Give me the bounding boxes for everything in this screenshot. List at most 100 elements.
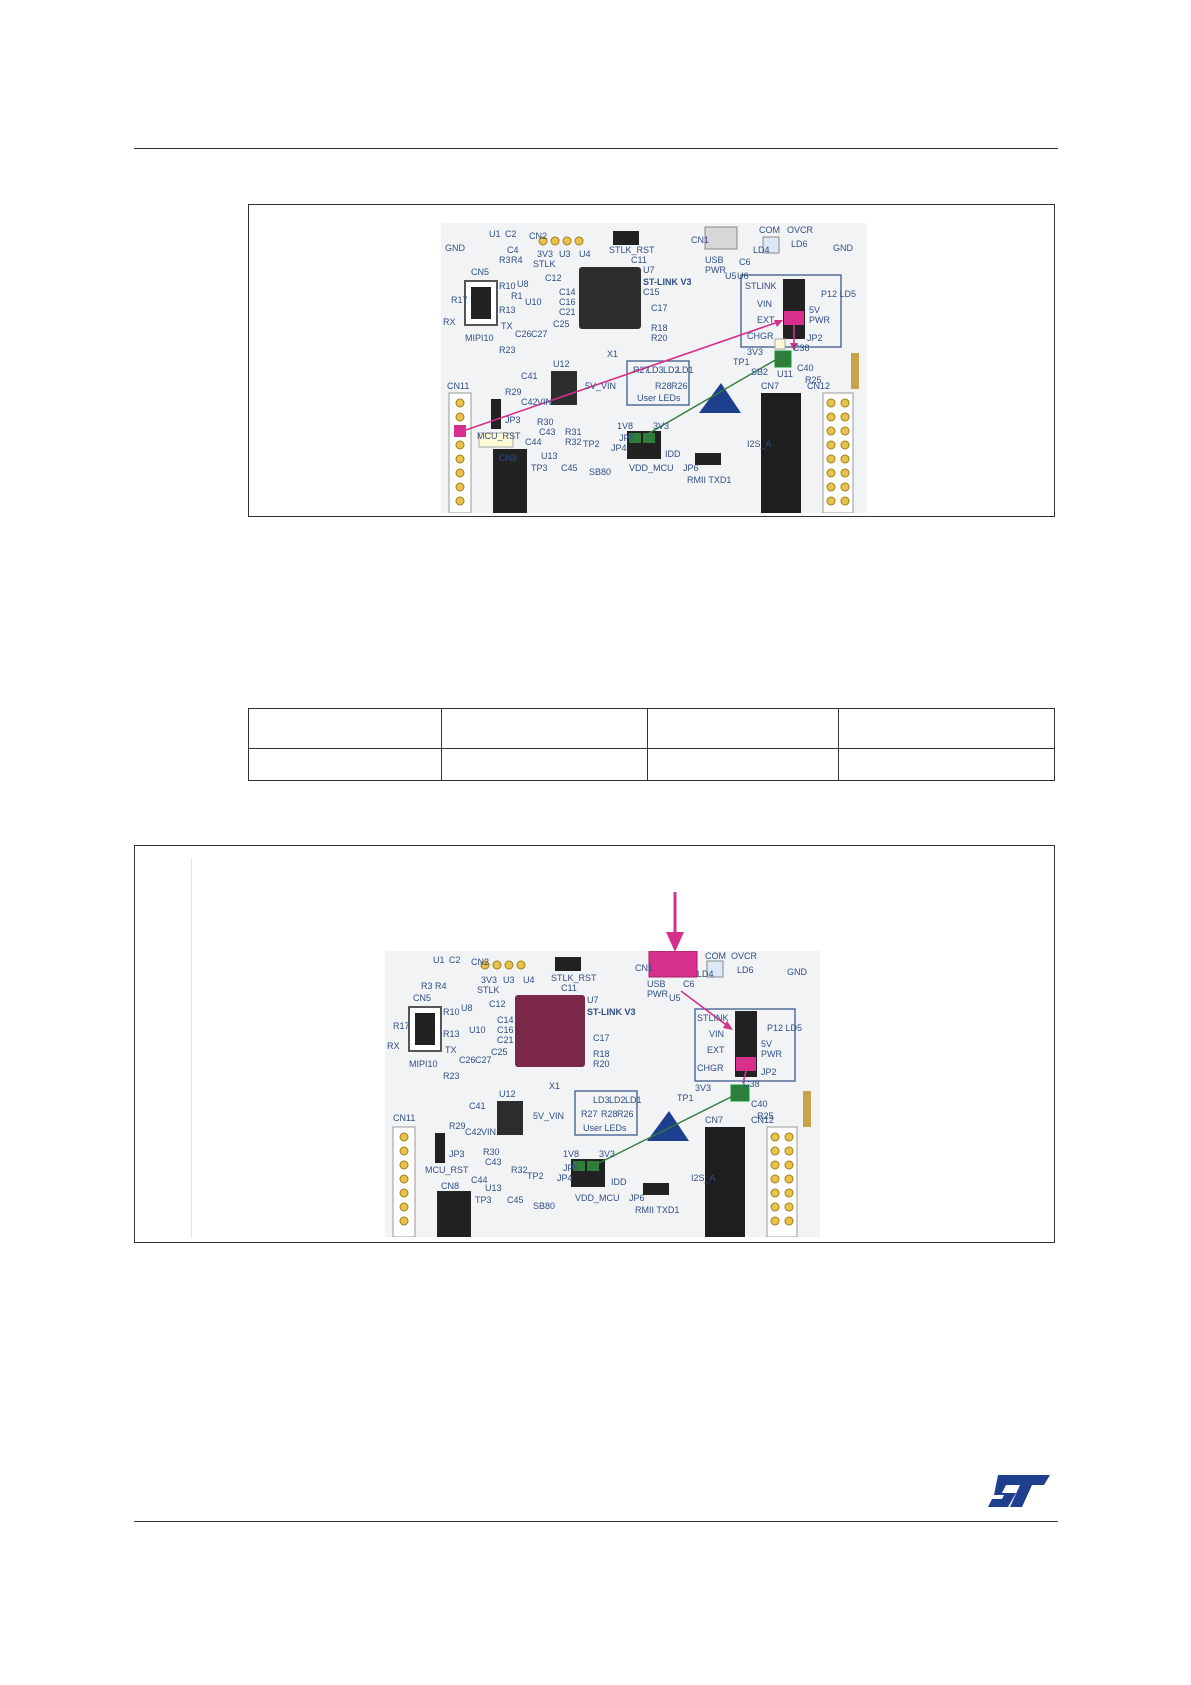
label-3v3-b: 3V3 [695, 1083, 711, 1093]
label-tx: TX [445, 1045, 457, 1055]
label-tp1: TP1 [733, 357, 750, 367]
label-ld3: LD3 [593, 1095, 610, 1105]
label-r10: R10 [499, 281, 516, 291]
label-c26: C26 [515, 329, 532, 339]
label-5v-vin: 5V_VIN [533, 1111, 564, 1121]
label-3v3-c: 3V3 [599, 1149, 615, 1159]
label-vin-b: VIN [481, 1127, 496, 1137]
label-tp3: TP3 [475, 1195, 492, 1205]
label-gnd-right: GND [833, 243, 854, 253]
label-com: COM [759, 225, 780, 235]
label-ld1: LD1 [625, 1095, 642, 1105]
label-c44: C44 [471, 1175, 488, 1185]
label-c2: C2 [505, 229, 517, 239]
label-r4: R4 [435, 981, 447, 991]
table-cell [647, 748, 839, 781]
label-mipi10: MIPI10 [409, 1059, 438, 1069]
label-c25: C25 [491, 1047, 508, 1057]
label-mcu-rst: MCU_RST [425, 1165, 469, 1175]
label-cn2: CN2 [529, 231, 547, 241]
figure-1-board-photo: GND U1 C2 C4 R3 R4 CN5 R10 U8 R1 R17 R13… [441, 223, 867, 513]
label-rmii-txd1: RMII TXD1 [687, 475, 731, 485]
label-ext: EXT [757, 315, 775, 325]
label-jp5: JP5 [619, 433, 635, 443]
label-c2: C2 [449, 955, 461, 965]
label-stlk: STLK [477, 985, 500, 995]
label-3v3-b: 3V3 [747, 347, 763, 357]
label-u10: U10 [525, 297, 542, 307]
label-ld2: LD2 [663, 365, 680, 375]
label-c45: C45 [561, 463, 578, 473]
label-st-link-v3: ST-LINK V3 [587, 1007, 636, 1017]
label-vin: VIN [757, 299, 772, 309]
label-c26: C26 [459, 1055, 476, 1065]
label-r29: R29 [505, 387, 522, 397]
label-c40: C40 [797, 363, 814, 373]
label-vdd-mcu: VDD_MCU [575, 1193, 620, 1203]
label-3v3: 3V3 [537, 249, 553, 259]
label-jp2: JP2 [807, 333, 823, 343]
label-gnd-left: GND [445, 243, 466, 253]
label-vdd-mcu: VDD_MCU [629, 463, 674, 473]
label-c27: C27 [531, 329, 548, 339]
figure-2-frame: U1 C2 R3 R4 CN5 R10 U8 R17 R13 RX TX U10… [134, 845, 1055, 1243]
label-jp6: JP6 [683, 463, 699, 473]
label-r31: R31 [565, 427, 582, 437]
label-sb2: SB2 [751, 367, 768, 377]
label-r26: R26 [617, 1109, 634, 1119]
label-c40: C40 [751, 1099, 768, 1109]
label-r4: R4 [511, 255, 523, 265]
table-header-row [248, 708, 1055, 749]
label-r28: R28 [601, 1109, 618, 1119]
label-c15: C15 [643, 287, 660, 297]
label-c12: C12 [545, 273, 562, 283]
label-tp2: TP2 [527, 1171, 544, 1181]
label-u3: U3 [559, 249, 571, 259]
label-ld6: LD6 [791, 239, 808, 249]
label-tp3: TP3 [531, 463, 548, 473]
label-tp2: TP2 [583, 439, 600, 449]
table-header-cell [441, 708, 648, 749]
label-c38: C38 [743, 1079, 760, 1089]
figure-1-frame: GND U1 C2 C4 R3 R4 CN5 R10 U8 R1 R17 R13… [248, 204, 1055, 517]
label-ld4: LD4 [753, 245, 770, 255]
label-tp1: TP1 [677, 1093, 694, 1103]
label-stlk: STLK [533, 259, 556, 269]
label-3v3: 3V3 [481, 975, 497, 985]
label-r25: R25 [805, 375, 822, 385]
label-u8: U8 [517, 279, 529, 289]
label-rmii-txd1: RMII TXD1 [635, 1205, 679, 1215]
label-u1: U1 [489, 229, 501, 239]
label-mcu-rst: MCU_RST [477, 431, 521, 441]
label-com: COM [705, 951, 726, 961]
label-r18: R18 [651, 323, 668, 333]
label-r26: R26 [671, 381, 688, 391]
label-x1: X1 [607, 349, 618, 359]
label-jp4: JP4 [557, 1173, 573, 1183]
label-5v-vin: 5V_VIN [585, 381, 616, 391]
table-header-cell [647, 708, 839, 749]
label-jp5: JP5 [563, 1163, 579, 1173]
label-cn5: CN5 [471, 267, 489, 277]
label-c21: C21 [497, 1035, 514, 1045]
label-cn11: CN11 [447, 381, 469, 391]
label-user-leds: User LEDs [637, 393, 681, 403]
label-jp6: JP6 [629, 1193, 645, 1203]
label-cn12: CN12 [751, 1115, 774, 1125]
label-c38: C38 [793, 343, 810, 353]
label-st-link-v3: ST-LINK V3 [643, 277, 692, 287]
figure-1-board-drawing: GND U1 C2 C4 R3 R4 CN5 R10 U8 R1 R17 R13… [441, 223, 867, 513]
label-c21: C21 [559, 307, 576, 317]
label-c4: C4 [507, 245, 519, 255]
label-gnd: GND [787, 967, 808, 977]
label-u10: U10 [469, 1025, 486, 1035]
label-r27: R27 [633, 365, 650, 375]
label-u7: U7 [587, 995, 599, 1005]
label-c25: C25 [553, 319, 570, 329]
label-tx: TX [501, 321, 513, 331]
label-x1: X1 [549, 1081, 560, 1091]
label-r17: R17 [451, 295, 468, 305]
label-r23: R23 [499, 345, 516, 355]
label-c11: C11 [561, 983, 577, 993]
